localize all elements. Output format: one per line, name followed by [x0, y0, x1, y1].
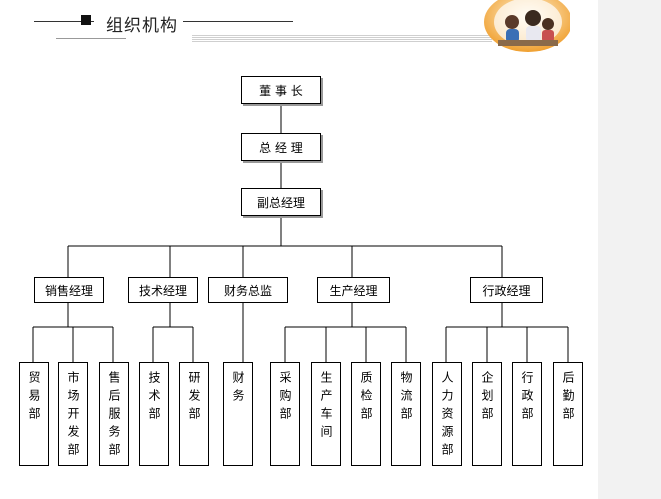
- unit-workshop: 生产车间: [311, 362, 341, 466]
- node-chairman: 董 事 长: [241, 76, 321, 104]
- unit-logistics: 物流部: [391, 362, 421, 466]
- unit-rnd: 研发部: [179, 362, 209, 466]
- node-finance-director: 财务总监: [208, 277, 288, 303]
- node-production-manager-label: 生产经理: [329, 283, 378, 298]
- node-tech-manager-label: 技术经理: [138, 283, 187, 298]
- node-finance-director-label: 财务总监: [223, 283, 272, 298]
- right-margin-strip: [598, 0, 661, 499]
- unit-tech-label: 技术部: [147, 371, 161, 425]
- node-tech-manager: 技术经理: [128, 277, 198, 303]
- unit-logistics-support-label: 后勤部: [561, 371, 575, 425]
- node-production-manager: 生产经理: [317, 277, 390, 303]
- node-admin-manager-label: 行政经理: [482, 283, 531, 298]
- unit-purchasing-label: 采购部: [278, 371, 292, 425]
- unit-qc: 质检部: [351, 362, 381, 466]
- unit-after-sales: 售后服务部: [99, 362, 129, 466]
- node-general-manager-label: 总 经 理: [259, 140, 303, 155]
- node-sales-manager-label: 销售经理: [44, 283, 93, 298]
- page-title: 组织机构: [106, 16, 178, 36]
- unit-trade-label: 贸易部: [27, 371, 41, 425]
- unit-rnd-label: 研发部: [187, 371, 201, 425]
- title-bullet-icon: [81, 15, 91, 25]
- unit-hr-label: 人力资源部: [440, 371, 454, 461]
- unit-admin-label: 行政部: [520, 371, 534, 425]
- unit-logistics-support: 后勤部: [553, 362, 583, 466]
- unit-finance-label: 财务: [231, 371, 245, 407]
- title-underline: [56, 38, 126, 39]
- title-rule-left: [34, 21, 94, 22]
- unit-planning-label: 企划部: [480, 371, 494, 425]
- unit-hr: 人力资源部: [432, 362, 462, 466]
- node-deputy-gm: 副总经理: [241, 188, 321, 216]
- node-sales-manager: 销售经理: [34, 277, 104, 303]
- unit-tech: 技术部: [139, 362, 169, 466]
- title-rule-right: [183, 21, 293, 22]
- unit-after-sales-label: 售后服务部: [107, 371, 121, 461]
- unit-logistics-label: 物流部: [399, 371, 413, 425]
- node-admin-manager: 行政经理: [470, 277, 543, 303]
- unit-finance: 财务: [223, 362, 253, 466]
- node-chairman-label: 董 事 长: [259, 83, 303, 98]
- unit-admin: 行政部: [512, 362, 542, 466]
- unit-trade: 贸易部: [19, 362, 49, 466]
- node-deputy-gm-label: 副总经理: [256, 195, 305, 210]
- unit-market-dev: 市场开发部: [58, 362, 88, 466]
- unit-planning: 企划部: [472, 362, 502, 466]
- team-photo-icon: [484, 0, 570, 52]
- unit-workshop-label: 生产车间: [319, 371, 333, 443]
- header-stripes: [192, 35, 492, 43]
- unit-qc-label: 质检部: [359, 371, 373, 425]
- node-general-manager: 总 经 理: [241, 133, 321, 161]
- unit-purchasing: 采购部: [270, 362, 300, 466]
- unit-market-dev-label: 市场开发部: [66, 371, 80, 461]
